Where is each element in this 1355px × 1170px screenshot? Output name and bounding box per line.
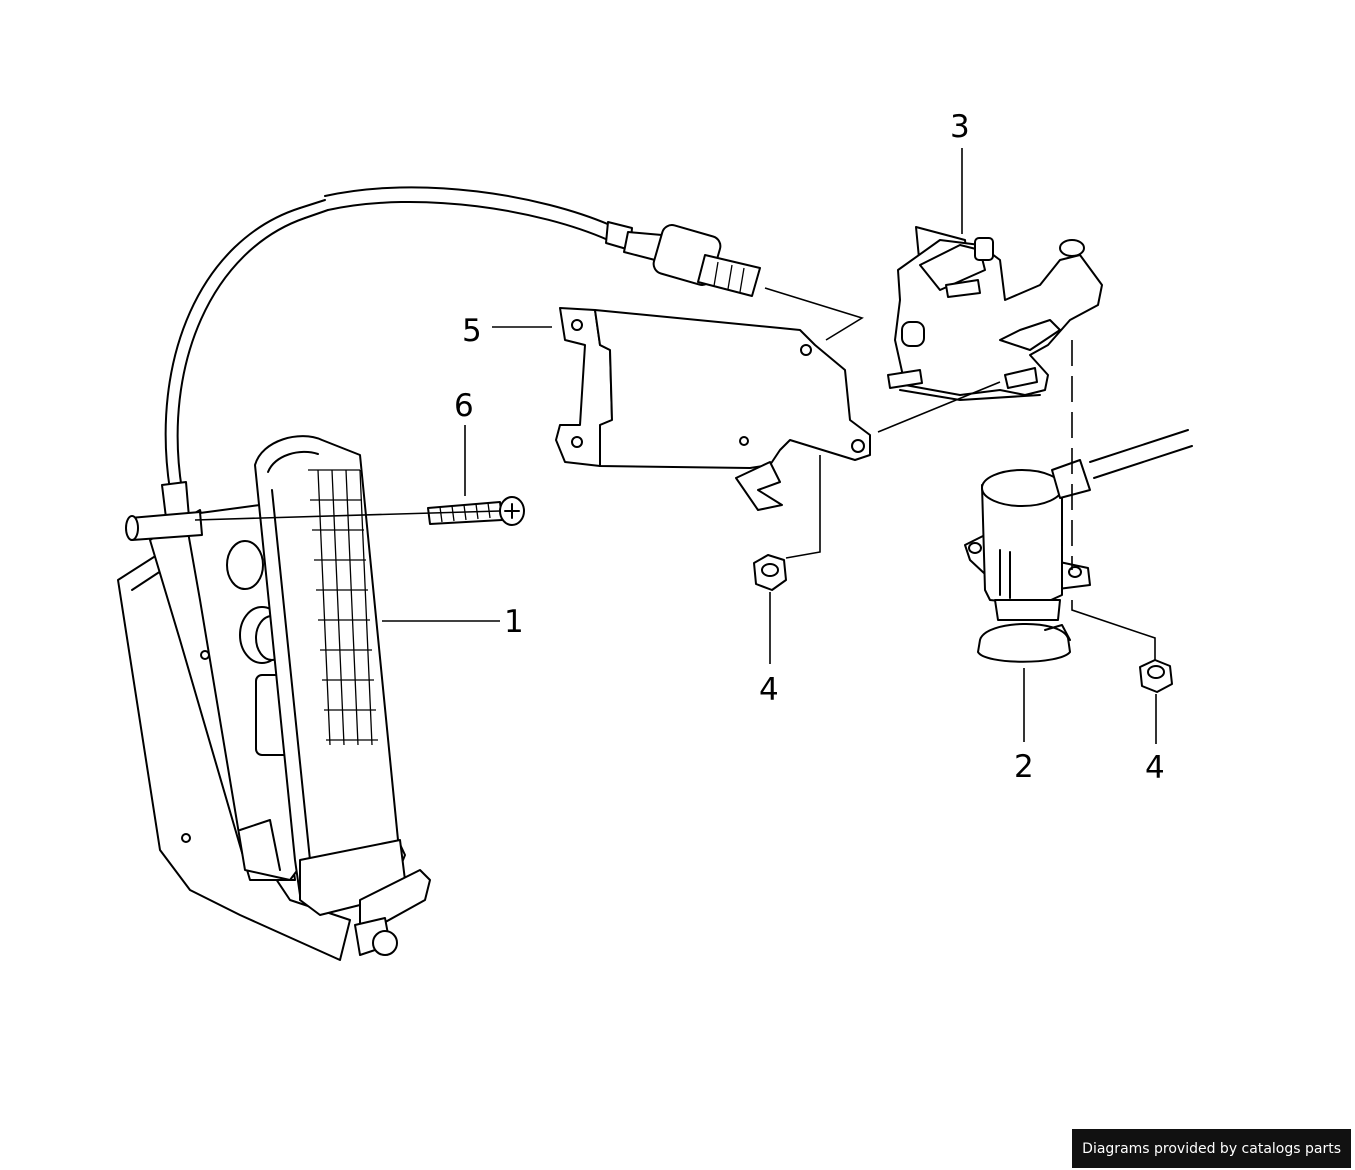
callout-1: 1 [382, 604, 524, 640]
svg-text:3: 3 [950, 109, 970, 145]
callout-2: 2 [1014, 668, 1034, 785]
svg-text:5: 5 [462, 313, 482, 349]
pedal-tread-pattern [308, 469, 378, 746]
callout-4-left: 4 [759, 592, 779, 708]
nut-right [1139, 659, 1173, 693]
callout-6: 6 [454, 388, 474, 496]
svg-text:4: 4 [1145, 750, 1165, 786]
accelerator-pedal-assembly [117, 435, 431, 961]
svg-text:4: 4 [759, 672, 779, 708]
throttle-sensor [964, 429, 1193, 663]
callout-4-right: 4 [1145, 694, 1165, 786]
svg-text:1: 1 [504, 604, 524, 640]
nut-left [753, 554, 787, 591]
throttle-bracket [887, 226, 1103, 401]
svg-text:2: 2 [1014, 749, 1034, 785]
screw [427, 496, 525, 526]
credit-badge: Diagrams provided by catalogs parts [1072, 1129, 1351, 1168]
svg-text:6: 6 [454, 388, 474, 424]
assembly-lines [194, 287, 1156, 660]
callout-5: 5 [462, 313, 552, 349]
callout-3: 3 [950, 109, 970, 234]
mounting-bracket [555, 307, 871, 511]
